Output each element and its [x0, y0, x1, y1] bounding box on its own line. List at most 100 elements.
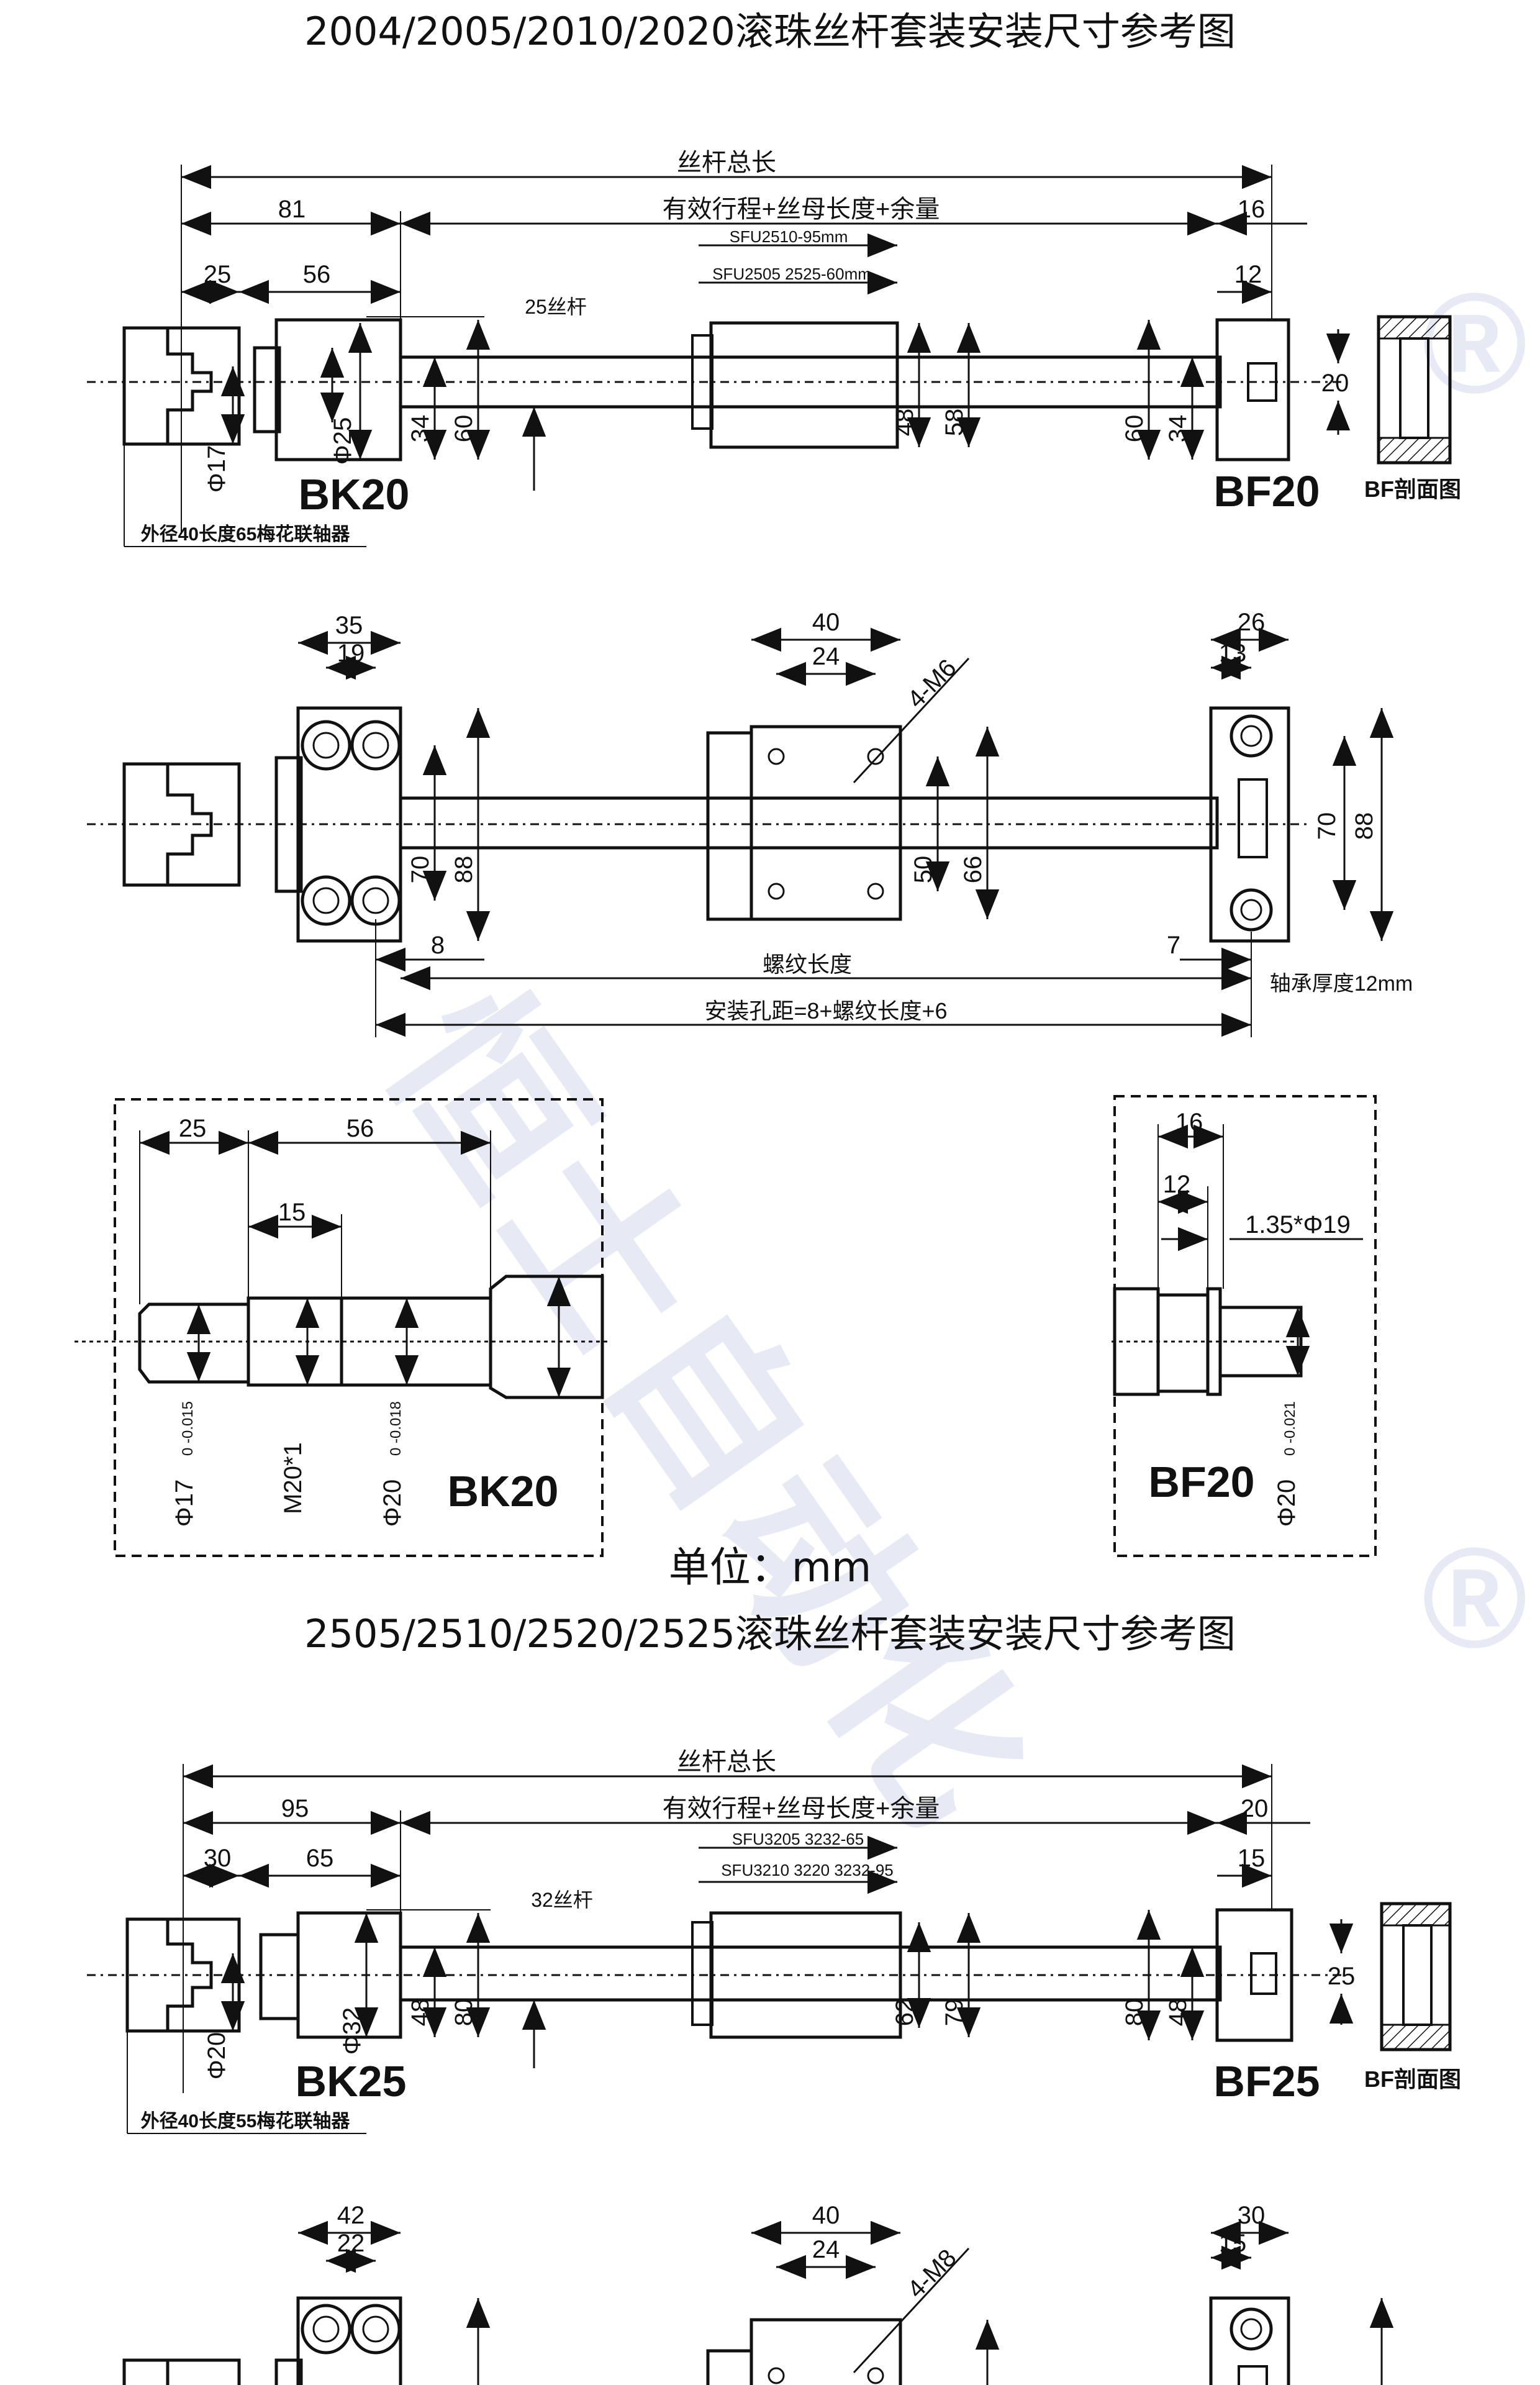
s1-details — [75, 1095, 1377, 1557]
s2-d24: 24 — [812, 2236, 840, 2263]
s1-top-view — [87, 627, 1394, 1037]
s1-det-d56: 56 — [346, 1115, 374, 1142]
s1-coupling-label: 外径40长度65梅花联轴器 — [141, 524, 351, 545]
s2-d22: 22 — [337, 2230, 365, 2257]
s1-d19: 19 — [337, 640, 365, 667]
s2-d48: 48 — [407, 1999, 434, 2027]
s1-screw: 25丝杆 — [525, 296, 587, 318]
s1-d26: 26 — [1238, 609, 1266, 636]
s2-coupling-label: 外径40长度55梅花联轴器 — [141, 2111, 351, 2132]
s1-top-d88: 88 — [450, 856, 478, 884]
s1-top-d66: 66 — [959, 856, 987, 884]
s1-det-m20: M20*1 — [279, 1442, 307, 1514]
s2-bk-label: BK25 — [296, 2057, 407, 2106]
s1-thread-length: 螺纹长度 — [763, 952, 852, 977]
s1-d8: 8 — [431, 932, 445, 959]
s1-det-d12: 12 — [1163, 1171, 1191, 1198]
s2-d80r: 80 — [1121, 1999, 1148, 2027]
s1-d20: 20 — [1321, 370, 1349, 397]
s1-d60r: 60 — [1121, 415, 1148, 443]
s1-bf-block — [1215, 318, 1290, 461]
s2-side-view — [87, 1764, 1452, 2134]
s1-mount-distance: 安装孔距=8+螺纹长度+6 — [704, 998, 947, 1024]
s1-bf-label: BF20 — [1213, 467, 1320, 516]
s2-d30: 30 — [1238, 2202, 1266, 2229]
s1-det-bk-label: BK20 — [448, 1467, 559, 1515]
s1-nut — [709, 321, 899, 449]
s2-hole: 4-M8 — [902, 2244, 962, 2304]
section2-title: 2505/2510/2520/2525滚珠丝杆套装安装尺寸参考图 — [304, 1611, 1236, 1656]
s2-d95: 95 — [281, 1795, 309, 1822]
s2-d30: 30 — [204, 1845, 232, 1872]
s1-d24: 24 — [812, 643, 840, 670]
s2-d40: 40 — [812, 2202, 840, 2229]
s1-det-d15: 15 — [278, 1199, 306, 1226]
s1-total-length: 丝杆总长 — [677, 149, 776, 176]
s1-d35: 35 — [335, 612, 363, 639]
s2-stroke: 有效行程+丝母长度+余量 — [663, 1795, 940, 1822]
s2-d15: 15 — [1238, 1845, 1266, 1872]
s2-phi20: Φ20 — [203, 2032, 230, 2079]
s1-top-d50: 50 — [910, 856, 937, 884]
s1-hole: 4-M6 — [902, 654, 962, 714]
s1-d48: 48 — [891, 409, 918, 437]
s1-nut-note2: SFU2505 2525-60mm — [712, 265, 871, 283]
s2-top-view — [122, 2220, 1394, 2385]
s1-stroke: 有效行程+丝母长度+余量 — [663, 196, 940, 223]
s1-det-phi20r: Φ20 — [1273, 1479, 1300, 1527]
s2-bf-label: BF25 — [1213, 2057, 1320, 2106]
s2-d20: 20 — [1241, 1795, 1269, 1822]
s2-d15t: 15 — [1219, 2230, 1247, 2257]
s2-bf-section-label: BF剖面图 — [1364, 2066, 1461, 2092]
s2-nut-note2: SFU3210 3220 3232-95 — [721, 1861, 894, 1879]
s1-d34r: 34 — [1164, 415, 1192, 443]
s1-det-tol17: 0 -0.015 — [179, 1401, 196, 1456]
s1-bk-label: BK20 — [299, 470, 410, 519]
s1-d56: 56 — [303, 261, 331, 288]
s1-d25: 25 — [204, 261, 232, 288]
s1-side-view — [87, 165, 1452, 547]
s1-bf-section-label: BF剖面图 — [1364, 476, 1461, 502]
s1-det-d16: 16 — [1175, 1109, 1203, 1136]
s1-bearing-thickness: 轴承厚度12mm — [1270, 972, 1413, 996]
s1-phi17: Φ17 — [203, 445, 230, 493]
s1-screw — [399, 355, 1222, 409]
s1-det-phi17: Φ17 — [171, 1479, 198, 1527]
s2-d79: 79 — [941, 1999, 968, 2027]
s2-d42: 42 — [337, 2202, 365, 2229]
s2-phi32: Φ32 — [338, 2007, 366, 2055]
s1-d13: 13 — [1219, 640, 1247, 667]
s1-phi25: Φ25 — [329, 417, 356, 465]
s1-det-tol20r: 0 -0.021 — [1282, 1401, 1298, 1456]
s1-d81: 81 — [278, 196, 306, 223]
s1-d16: 16 — [1238, 196, 1266, 223]
s1-det-d25: 25 — [179, 1115, 207, 1142]
s1-det-tol20: 0 -0.018 — [387, 1401, 404, 1456]
s2-d48r: 48 — [1164, 1999, 1192, 2027]
s2-nut-note1: SFU3205 3232-65 — [732, 1830, 864, 1848]
s1-det-clip: 1.35*Φ19 — [1245, 1211, 1351, 1238]
s1-d12: 12 — [1234, 261, 1262, 288]
s2-d80: 80 — [450, 1999, 478, 2027]
s2-d62: 62 — [891, 1999, 918, 2027]
section1-title: 2004/2005/2010/2020滚珠丝杆套装安装尺寸参考图 — [304, 9, 1236, 54]
s1-d34: 34 — [407, 415, 434, 443]
s2-d65: 65 — [306, 1845, 334, 1872]
watermark-registered-mark-2: ® — [1422, 1518, 1533, 1678]
unit-label: 单位：mm — [668, 1543, 872, 1591]
s1-top-d88r: 88 — [1351, 812, 1378, 840]
watermark-registered-mark: ® — [1422, 263, 1533, 423]
s1-d7: 7 — [1167, 932, 1180, 959]
s2-total-length: 丝杆总长 — [677, 1748, 776, 1776]
s1-det-bf-label: BF20 — [1148, 1458, 1254, 1506]
s1-nut-note1: SFU2510-95mm — [730, 227, 848, 246]
s1-d40: 40 — [812, 609, 840, 636]
s1-d60: 60 — [450, 415, 478, 443]
s1-top-d70r: 70 — [1313, 812, 1341, 840]
s2-d25: 25 — [1328, 1963, 1356, 1990]
s1-top-d70: 70 — [407, 856, 434, 884]
s1-coupling — [122, 326, 241, 446]
s2-screw: 32丝杆 — [531, 1889, 593, 1911]
s1-det-phi20: Φ20 — [379, 1479, 406, 1527]
